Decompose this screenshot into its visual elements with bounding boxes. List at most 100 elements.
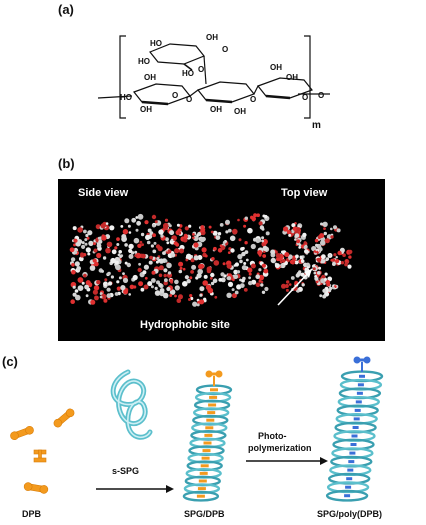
atom — [227, 228, 232, 233]
atom — [138, 262, 141, 266]
atom — [209, 276, 213, 280]
atom — [158, 229, 164, 235]
atom — [238, 238, 242, 242]
atom — [222, 241, 226, 244]
atom — [162, 292, 169, 299]
atom — [311, 246, 317, 252]
group-label: HO — [120, 93, 132, 102]
atom — [72, 226, 77, 231]
atom — [98, 239, 103, 244]
atom — [324, 272, 328, 276]
atom — [291, 230, 295, 234]
atom — [156, 256, 160, 261]
atom — [288, 283, 292, 286]
atom — [226, 292, 232, 298]
atom — [262, 254, 267, 258]
atom — [128, 254, 134, 259]
atom — [170, 252, 176, 258]
atom — [85, 233, 89, 238]
atom — [322, 294, 327, 299]
dpb-unit — [359, 374, 365, 378]
spg-dpb-label: SPG/DPB — [184, 509, 225, 519]
helix-turn — [325, 489, 369, 502]
atom — [128, 243, 134, 250]
dpb-unit — [352, 426, 359, 429]
atom — [262, 245, 268, 251]
atom — [199, 237, 205, 243]
atom — [243, 262, 247, 265]
atom — [114, 260, 119, 265]
atom — [103, 281, 108, 287]
group-label: HO — [182, 69, 194, 78]
atom — [169, 294, 173, 297]
dpb-unit — [344, 494, 351, 498]
dpb-unit — [351, 434, 358, 438]
dpb-unit — [205, 426, 214, 430]
atom — [214, 295, 218, 299]
atom — [232, 228, 238, 235]
atom — [286, 280, 290, 284]
atom — [75, 294, 81, 301]
dpb-monomers — [10, 408, 75, 494]
atom — [116, 237, 120, 241]
photo-label-2: polymerization — [248, 443, 312, 453]
group-label: OH — [210, 105, 222, 114]
atom — [261, 263, 266, 268]
atom — [247, 227, 253, 234]
atom — [70, 257, 76, 262]
atom — [132, 274, 138, 281]
atom — [96, 243, 102, 249]
atom — [292, 255, 296, 259]
atom — [124, 243, 128, 247]
dpb-unit — [349, 451, 356, 455]
atom — [225, 219, 230, 225]
atom — [191, 264, 197, 270]
atom — [151, 214, 157, 220]
atom — [196, 273, 202, 279]
atom — [174, 279, 179, 285]
atom — [347, 264, 352, 269]
atom — [129, 284, 135, 290]
atom — [154, 286, 158, 290]
atom — [147, 281, 153, 287]
assembly-scheme — [10, 356, 384, 502]
atom — [192, 236, 195, 240]
atom — [315, 248, 318, 252]
panel-b-label: (b) — [58, 156, 75, 171]
atom — [193, 255, 199, 261]
dpb-unit — [350, 443, 357, 446]
atom — [258, 268, 262, 272]
atom — [109, 225, 115, 231]
atom — [261, 236, 265, 240]
atom — [178, 231, 182, 235]
atom — [110, 257, 116, 264]
atom — [74, 251, 78, 254]
atom — [135, 216, 139, 219]
atom — [304, 245, 308, 249]
group-label: O — [302, 93, 308, 102]
atom — [225, 230, 229, 234]
atom — [288, 233, 292, 237]
dpb-unit — [354, 408, 361, 412]
atom — [274, 263, 280, 269]
atom — [166, 272, 173, 278]
atom — [163, 273, 167, 278]
dpb-unit — [355, 400, 362, 404]
atom — [345, 259, 348, 262]
group-label: O — [186, 95, 192, 104]
atom — [263, 250, 266, 253]
s-spg-label: s-SPG — [112, 466, 140, 476]
atom — [205, 284, 212, 290]
atom — [258, 221, 263, 226]
atom — [312, 267, 316, 271]
atom — [332, 286, 335, 290]
atom — [80, 252, 84, 257]
dpb-unit — [347, 468, 354, 472]
atom — [234, 262, 239, 267]
atom — [296, 289, 300, 293]
atom — [233, 269, 238, 275]
atom — [239, 259, 243, 264]
atom — [192, 233, 195, 236]
atom — [87, 230, 93, 236]
atom — [137, 243, 142, 248]
